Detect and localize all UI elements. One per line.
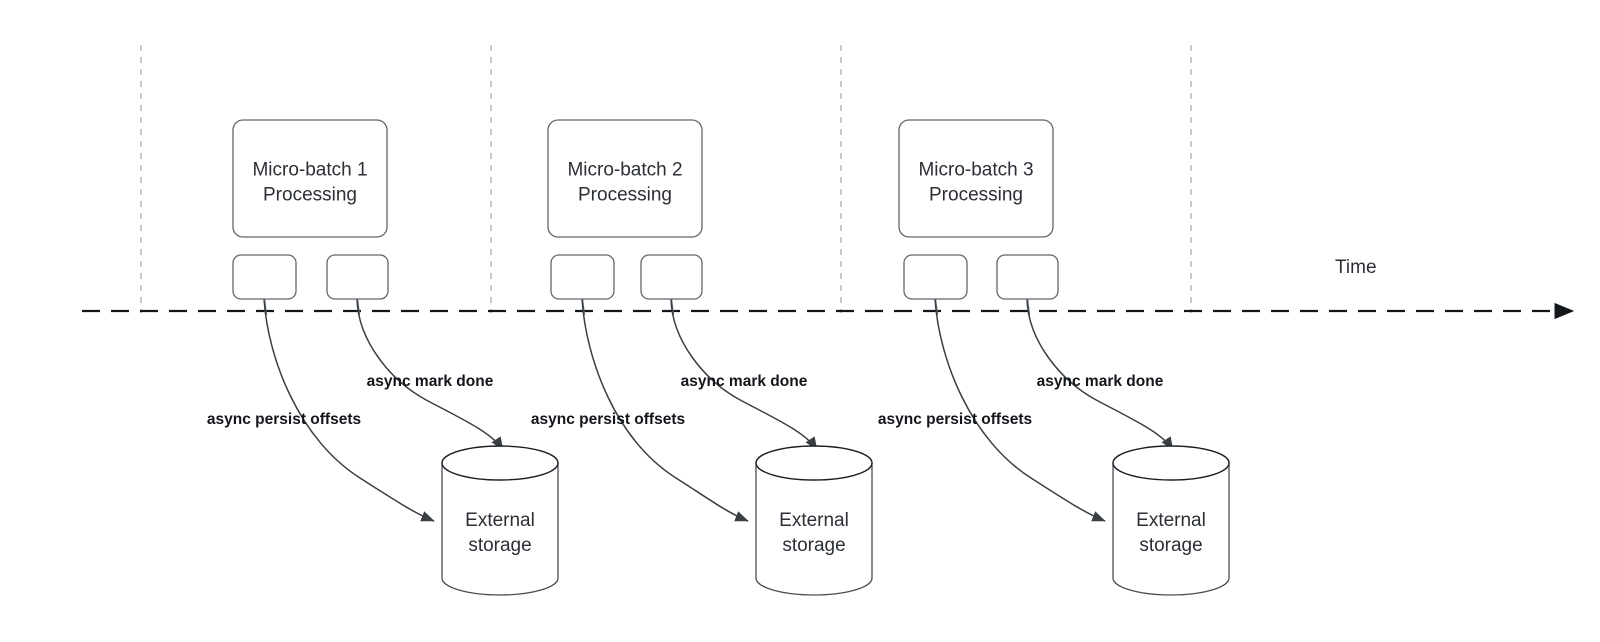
micro-batch-label-line2-1: Processing — [263, 185, 357, 206]
edge-persist-offsets-1 — [263, 298, 435, 522]
external-storage-cylinder-body-2[interactable] — [755, 462, 873, 596]
edge-persist-offsets-2 — [581, 298, 749, 522]
external-storage-label-line1-3: External — [1136, 510, 1206, 531]
edge-mark-done-3-label: async mark done — [1037, 373, 1164, 390]
micro-batch-label-line1-3: Micro-batch 3 — [918, 160, 1033, 181]
micro-batch-label-line2-3: Processing — [929, 185, 1023, 206]
external-storage-label-line2-2: storage — [782, 535, 845, 556]
external-storage-cylinder-body-3[interactable] — [1112, 462, 1230, 596]
micro-batch-label-line1-2: Micro-batch 2 — [567, 160, 682, 181]
micro-batch-box-1[interactable] — [232, 119, 388, 238]
external-storage-cylinder-top-2 — [755, 445, 873, 481]
micro-batch-label-line1-1: Micro-batch 1 — [252, 160, 367, 181]
edge-mark-done-1-label: async mark done — [367, 373, 494, 390]
external-storage-label-line2-3: storage — [1139, 535, 1202, 556]
time-axis-label: Time — [1335, 257, 1377, 278]
external-storage-cylinder-top-1 — [441, 445, 559, 481]
external-storage-label-line2-1: storage — [468, 535, 531, 556]
edge-mark-done-2-label: async mark done — [681, 373, 808, 390]
micro-batch-label-line2-2: Processing — [578, 185, 672, 206]
node-group — [232, 119, 1230, 596]
task-box-markdone-2[interactable] — [640, 254, 703, 300]
task-box-markdone-3[interactable] — [996, 254, 1059, 300]
edge-persist-offsets-3-label: async persist offsets — [878, 411, 1032, 428]
edge-mark-done-2 — [670, 298, 818, 451]
task-box-persist-3[interactable] — [903, 254, 968, 300]
edge-persist-offsets-1-label: async persist offsets — [207, 411, 361, 428]
edge-group — [263, 298, 1174, 522]
edge-persist-offsets-2-label: async persist offsets — [531, 411, 685, 428]
external-storage-label-line1-1: External — [465, 510, 535, 531]
edge-persist-offsets-3 — [934, 298, 1106, 522]
external-storage-cylinder-top-3 — [1112, 445, 1230, 481]
task-box-persist-2[interactable] — [550, 254, 615, 300]
task-box-persist-1[interactable] — [232, 254, 297, 300]
tick-line-group — [140, 45, 1192, 313]
edge-mark-done-1 — [356, 298, 504, 451]
edge-mark-done-3 — [1026, 298, 1174, 451]
label-group: Time Micro-batch 1 Processing async persist… — [207, 160, 1377, 557]
task-box-markdone-1[interactable] — [326, 254, 389, 300]
micro-batch-box-3[interactable] — [898, 119, 1054, 238]
external-storage-label-line1-2: External — [779, 510, 849, 531]
micro-batch-box-2[interactable] — [547, 119, 703, 238]
external-storage-cylinder-body-1[interactable] — [441, 462, 559, 596]
